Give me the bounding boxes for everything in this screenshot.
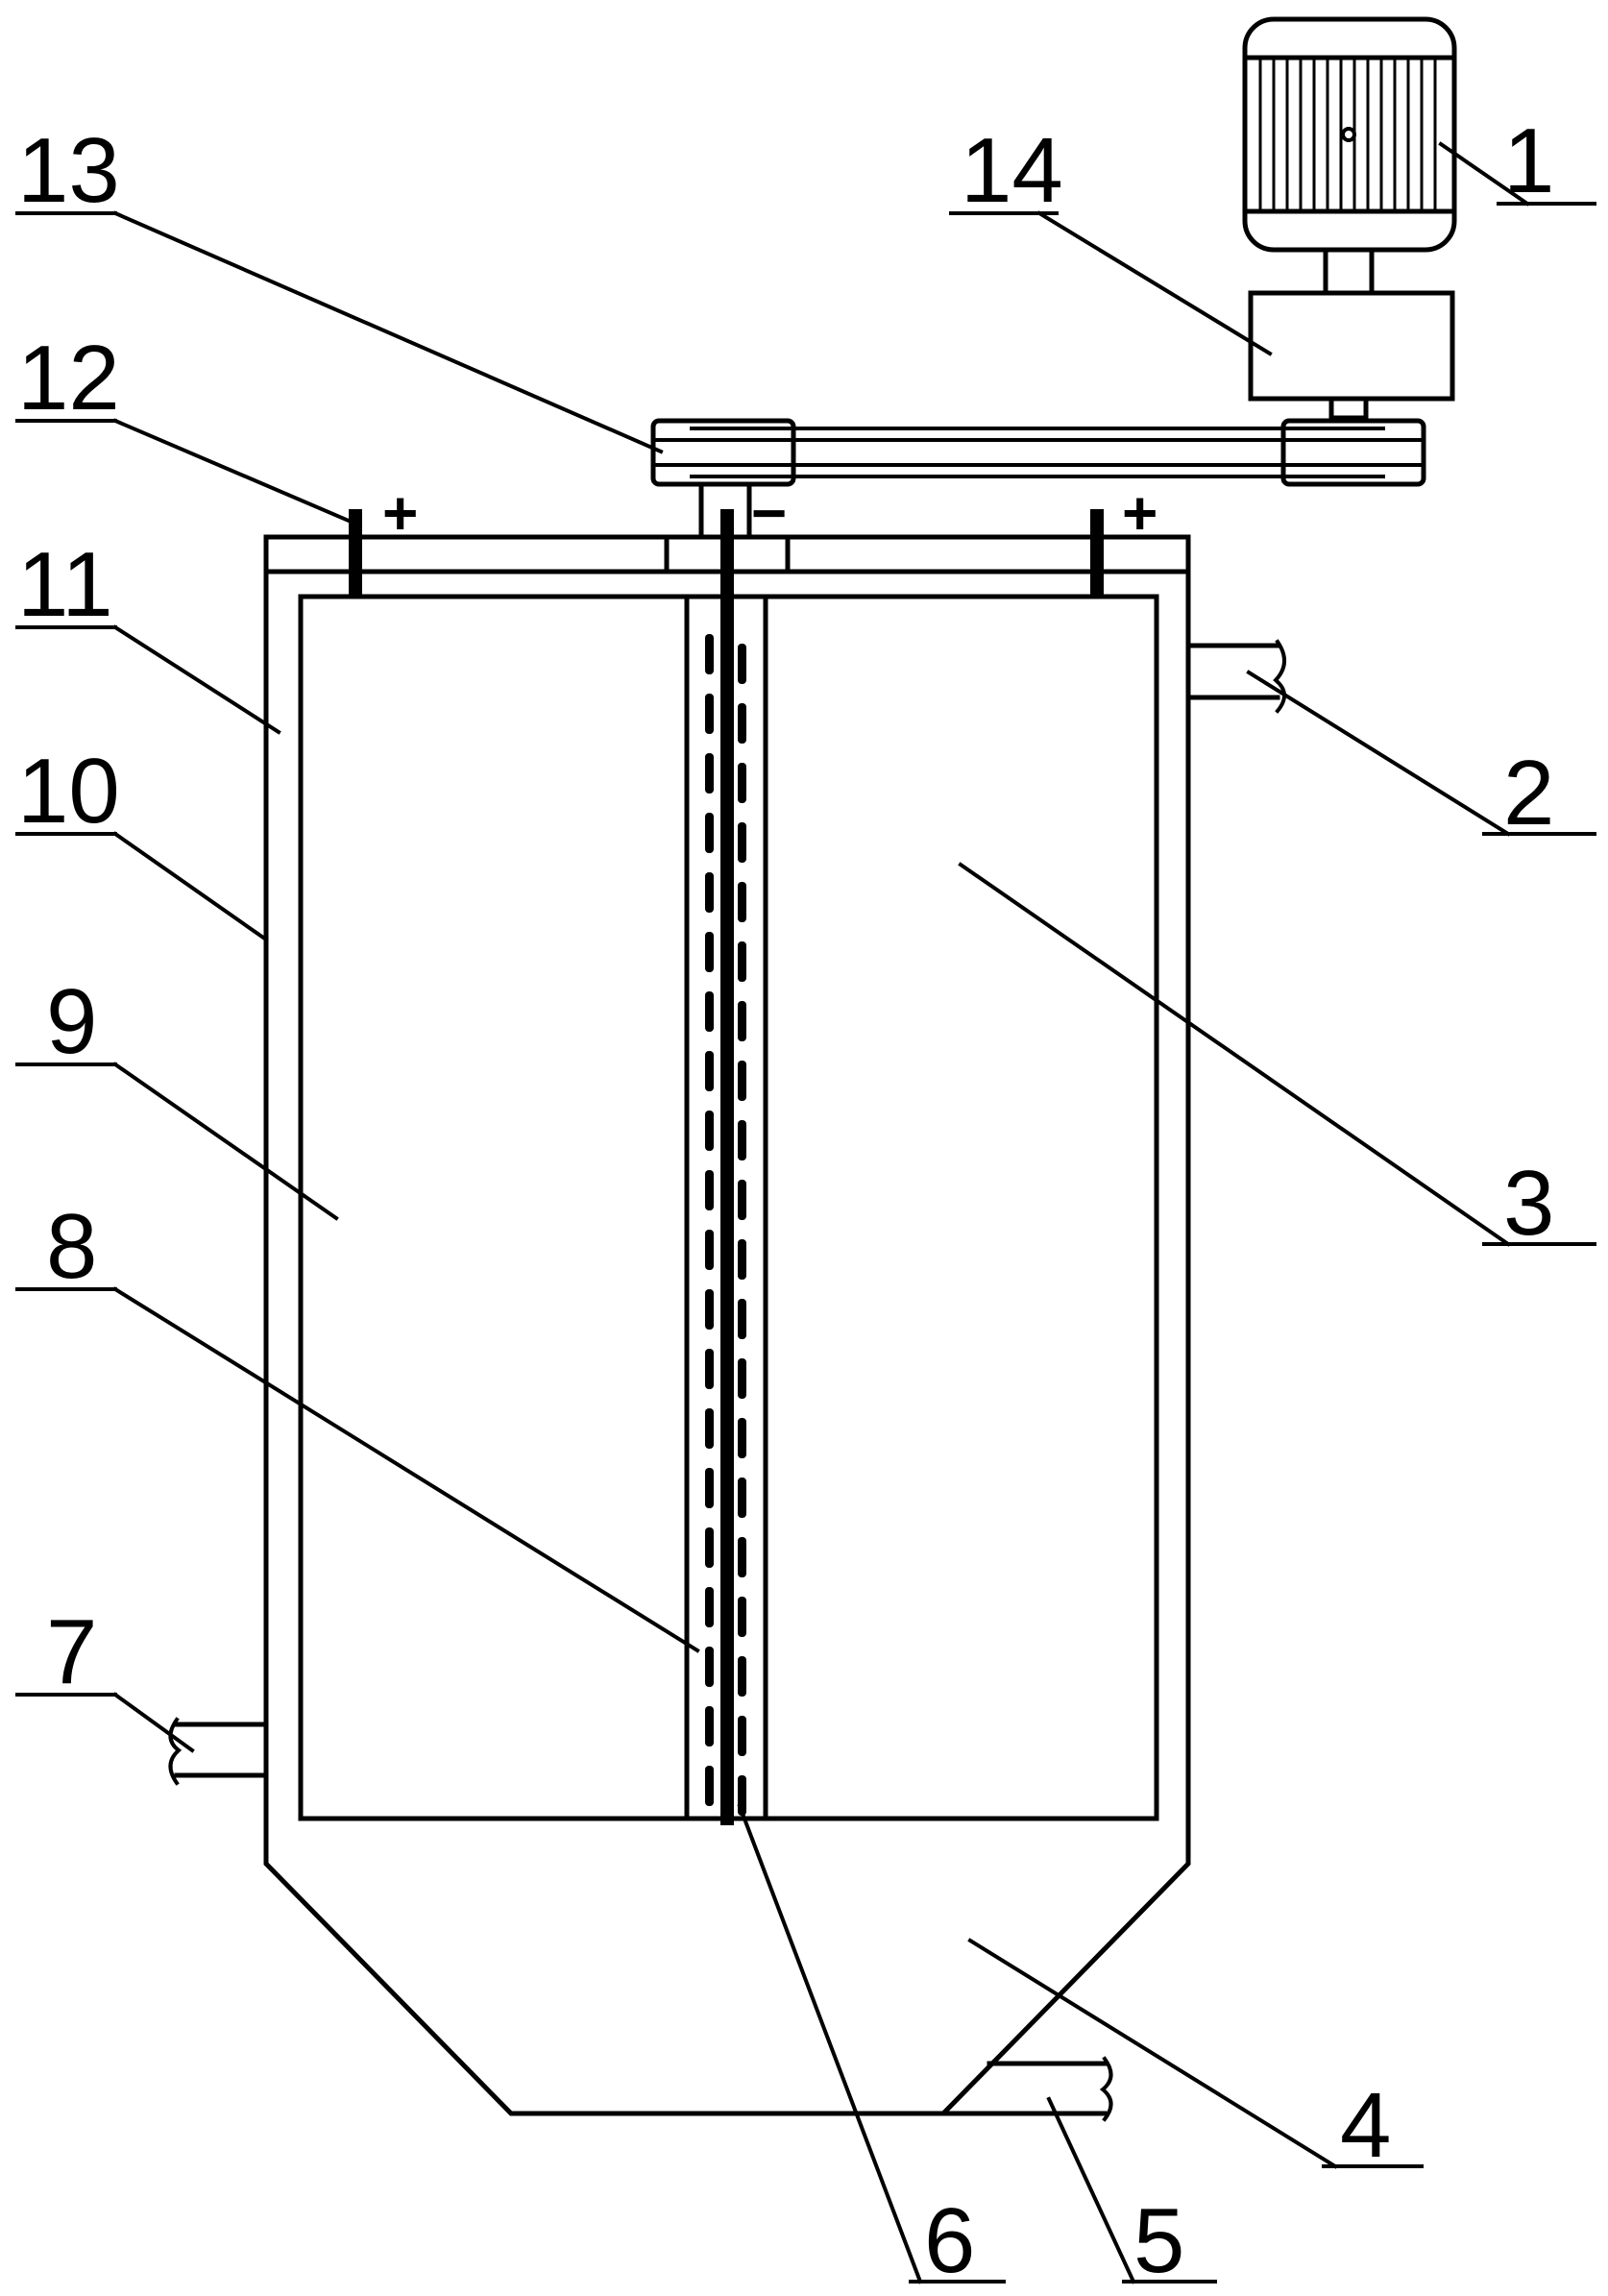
callout-9: 9 bbox=[46, 970, 97, 1073]
cathode-bar bbox=[705, 1170, 714, 1210]
cathode-bar bbox=[738, 1537, 746, 1577]
cathode-bar bbox=[738, 822, 746, 863]
callout-4: 4 bbox=[1340, 2074, 1391, 2177]
cathode-bar bbox=[738, 644, 746, 684]
cathode-bar bbox=[738, 1239, 746, 1280]
callout-5: 5 bbox=[1133, 2189, 1184, 2292]
cathode-bar bbox=[705, 1587, 714, 1627]
callout-13: 13 bbox=[17, 119, 120, 222]
callout-12: 12 bbox=[17, 327, 120, 429]
cathode-bar bbox=[738, 1418, 746, 1458]
cathode-bar bbox=[738, 1001, 746, 1041]
mesh-anode bbox=[763, 594, 1159, 1821]
belt-drive bbox=[650, 418, 1426, 540]
leader-lines bbox=[15, 141, 1596, 2284]
cathode-bar bbox=[738, 1716, 746, 1756]
cathode-bar bbox=[738, 941, 746, 982]
cathode-bar bbox=[738, 1061, 746, 1101]
polarity-left: + bbox=[382, 478, 418, 548]
outlet-pipe-7 bbox=[168, 1717, 269, 1786]
cathode-bar bbox=[738, 882, 746, 922]
cathode-bar bbox=[705, 1349, 714, 1389]
cathode-bar bbox=[705, 634, 714, 674]
cathode-bar bbox=[705, 1051, 714, 1091]
cathode-bar bbox=[705, 932, 714, 972]
polarity-cathode: − bbox=[751, 478, 787, 548]
tank-shell bbox=[263, 569, 1191, 2116]
callout-14: 14 bbox=[961, 119, 1063, 222]
cathode-bar bbox=[738, 1299, 746, 1339]
callout-labels: 1 2 3 4 5 6 7 8 9 10 11 12 13 14 bbox=[17, 110, 1554, 2292]
cathode-bar bbox=[705, 694, 714, 734]
cathode-bar bbox=[705, 813, 714, 853]
cathode-bar bbox=[705, 1408, 714, 1449]
drain-pipe-5 bbox=[940, 2056, 1113, 2122]
cathode-bar bbox=[738, 703, 746, 744]
motor bbox=[1242, 16, 1457, 296]
callout-8: 8 bbox=[46, 1195, 97, 1298]
cathode-bar bbox=[705, 991, 714, 1032]
cathode-bar bbox=[705, 1289, 714, 1330]
cathode-bar bbox=[705, 1111, 714, 1151]
cathode-bar bbox=[705, 1706, 714, 1746]
cathode-bar bbox=[738, 1478, 746, 1518]
cathode-bar bbox=[705, 753, 714, 794]
cathode-bar bbox=[705, 1766, 714, 1806]
cathode-bar bbox=[705, 1230, 714, 1270]
cathode-bar bbox=[705, 1527, 714, 1568]
callout-10: 10 bbox=[17, 740, 120, 843]
cathode-bar bbox=[705, 872, 714, 913]
electrode-terminals: + − + bbox=[349, 478, 1157, 1825]
callout-2: 2 bbox=[1503, 742, 1554, 844]
callout-3: 3 bbox=[1503, 1152, 1554, 1255]
cathode-bar bbox=[738, 763, 746, 803]
polarity-right: + bbox=[1122, 478, 1157, 548]
callout-6: 6 bbox=[924, 2189, 975, 2292]
inlet-pipe-2 bbox=[1185, 639, 1286, 714]
anode-plate-left bbox=[298, 594, 690, 1821]
cathode-bar bbox=[705, 1468, 714, 1508]
cathode-bar bbox=[738, 1597, 746, 1637]
cathode-bar bbox=[738, 1180, 746, 1220]
callout-1: 1 bbox=[1503, 110, 1554, 212]
cathode-bar bbox=[738, 1358, 746, 1399]
cathode-bar bbox=[738, 1656, 746, 1697]
callout-11: 11 bbox=[17, 533, 113, 636]
reducer bbox=[1248, 290, 1455, 421]
callout-7: 7 bbox=[46, 1600, 97, 1703]
cathode-bar bbox=[738, 1120, 746, 1160]
cathode-bar bbox=[705, 1647, 714, 1687]
